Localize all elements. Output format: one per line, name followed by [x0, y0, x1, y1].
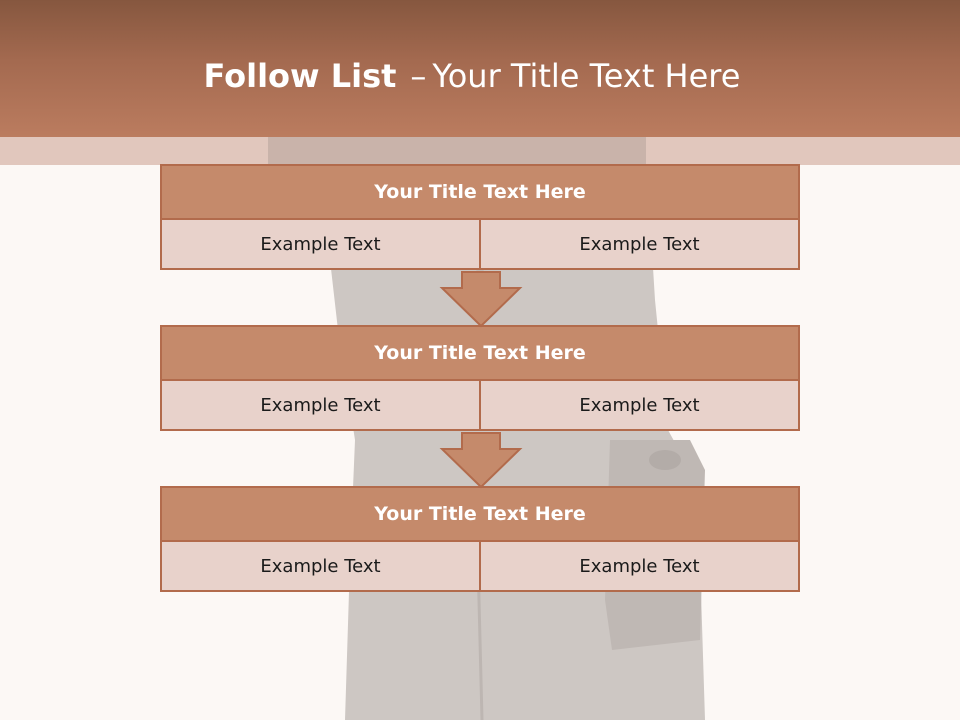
header-bar	[0, 0, 960, 137]
block-row: Example Text Example Text	[160, 542, 800, 592]
list-block-2: Your Title Text Here Example Text Exampl…	[160, 325, 800, 431]
block-cell-right: Example Text	[479, 220, 798, 268]
block-title: Your Title Text Here	[160, 325, 800, 381]
down-arrow-icon	[439, 432, 523, 489]
list-block-3: Your Title Text Here Example Text Exampl…	[160, 486, 800, 592]
block-title: Your Title Text Here	[160, 164, 800, 220]
block-cell-right: Example Text	[479, 381, 798, 429]
block-cell-left: Example Text	[260, 233, 381, 255]
block-row: Example Text Example Text	[160, 381, 800, 431]
header-strip-shadow	[268, 137, 646, 165]
slide-title-rest: Your Title Text Here	[432, 57, 741, 95]
slide-title-bold: Follow List	[203, 57, 397, 95]
block-cell-left: Example Text	[260, 394, 381, 416]
block-title: Your Title Text Here	[160, 486, 800, 542]
block-cell-right: Example Text	[479, 542, 798, 590]
block-row: Example Text Example Text	[160, 220, 800, 270]
slide-title: Follow List–Your Title Text Here	[0, 52, 944, 100]
block-cell-left: Example Text	[260, 555, 381, 577]
list-block-1: Your Title Text Here Example Text Exampl…	[160, 164, 800, 270]
down-arrow-icon	[439, 271, 523, 328]
slide-title-separator: –	[410, 57, 427, 95]
